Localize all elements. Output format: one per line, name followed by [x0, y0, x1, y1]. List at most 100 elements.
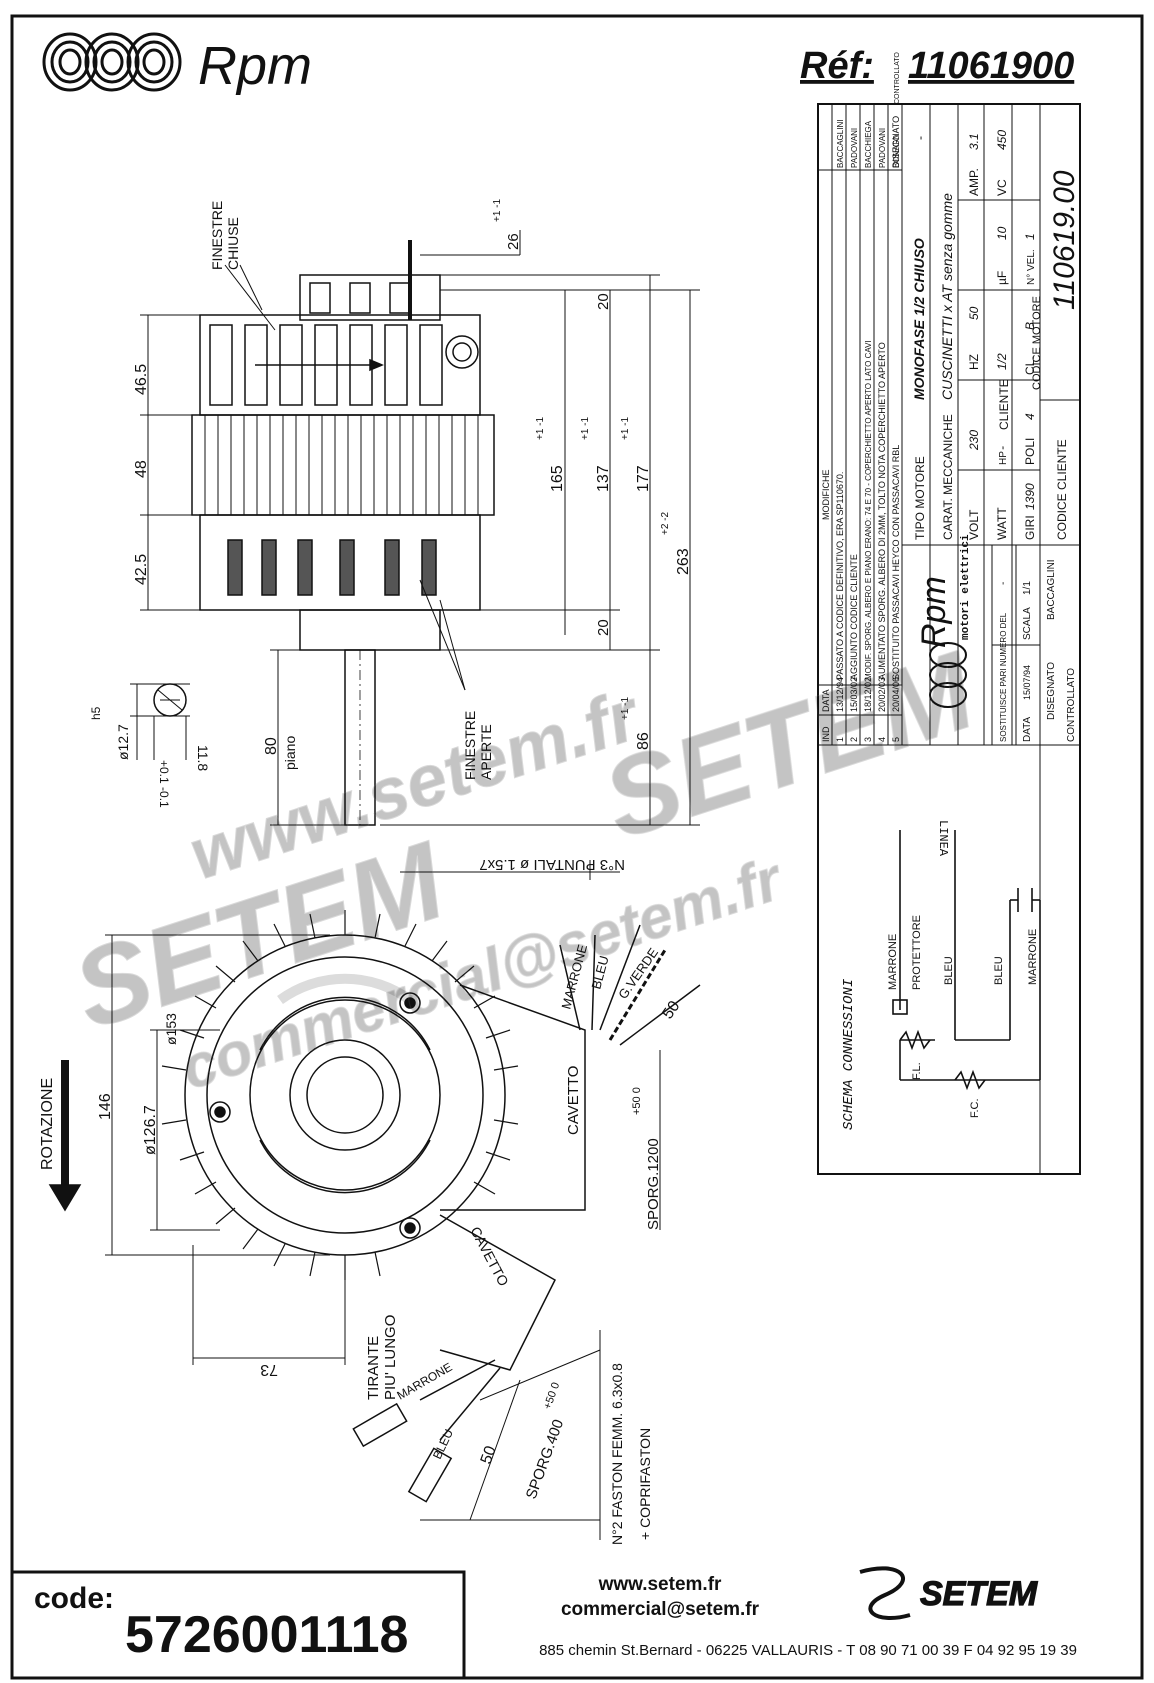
rev-date: 18/12/02	[863, 677, 873, 712]
rev-text: MODIF. SPORG. ALBERO E PIANO ERANO: 74 E…	[864, 340, 873, 680]
poli-value: 4	[1023, 413, 1037, 420]
dim-46-5: 46.5	[133, 364, 150, 395]
sporg-400-tol: +50 0	[542, 1381, 563, 1411]
schema-marrone2: MARRONE	[1027, 929, 1039, 985]
rev-date: 20/02/03	[877, 677, 887, 712]
label-piano: piano	[282, 736, 298, 770]
carat-label: CARAT. MECCANICHE	[941, 414, 955, 540]
label-marrone-2: MARRONE	[395, 1360, 455, 1403]
dim-177-tol: +1 -1	[620, 416, 631, 440]
scala-value: 1/1	[1022, 581, 1033, 595]
vc-label: VC	[995, 179, 1009, 196]
schema-marrone: MARRONE	[887, 934, 899, 990]
rev-by: PADOVANI	[850, 128, 859, 168]
vc-value: 450	[995, 130, 1009, 150]
watt-label: WATT	[995, 507, 1009, 540]
schema-fc: F.C.	[969, 1098, 981, 1118]
amp-value: 3.1	[967, 133, 981, 150]
label-tirante-1: TIRANTE	[365, 1336, 382, 1400]
ref-label: Réf:	[800, 45, 874, 87]
label-sporg-400: SPORG.400	[523, 1417, 567, 1501]
codice-cliente-label: CODICE CLIENTE	[1055, 439, 1069, 540]
rpm-logo: Rpm	[42, 32, 312, 96]
schema-protettore: PROTETTORE	[911, 915, 923, 990]
setem-logo: SETEM	[859, 1566, 1038, 1621]
schema-linea: LINEA	[936, 820, 950, 857]
footer-website: www.setem.fr	[598, 1574, 722, 1595]
amp-label: AMP.	[967, 168, 981, 196]
dim-42-5: 42.5	[133, 554, 150, 585]
cl-label: CL.	[1023, 356, 1037, 375]
title-rpm-logo: Rpm motori elettrici	[915, 534, 972, 708]
dim-165-tol: +1 -1	[535, 416, 546, 440]
volt-value: 230	[967, 430, 981, 451]
label-faston-1: N°2 FASTON FEMM. 6.3x0.8	[609, 1363, 625, 1545]
rev-ind: 1	[835, 737, 845, 742]
label-finestre-chiuse-2: CHIUSE	[225, 217, 241, 270]
codice-motore-label: CODICE MOTORE	[1031, 296, 1043, 390]
carat-value: CUSCINETTI x AT senza gomme	[939, 193, 955, 400]
motor-front-view	[48, 860, 701, 1540]
sostituisce-value: -	[998, 582, 1009, 585]
title-block: IND DATA MODIFICHE DISEGNATO CONTROLLATO…	[817, 52, 1081, 1175]
label-finestre-aperte-1: FINESTRE	[462, 711, 478, 780]
rev-ind: 3	[863, 737, 873, 742]
rev-col-controllato: CONTROLLATO	[894, 52, 901, 104]
hp-value: 1/2	[995, 353, 1009, 370]
sheet-border	[10, 14, 1144, 1680]
vel-label: N° VEL.	[1026, 249, 1037, 285]
dim-26-tol: +1 -1	[492, 198, 503, 222]
shaft-flat: 11.8	[195, 745, 211, 771]
giri-label: GIRI	[1023, 515, 1037, 540]
rev-col-data: DATA	[821, 689, 831, 712]
header-brand: Rpm	[198, 36, 312, 96]
rev-date: 13/12/94	[835, 677, 845, 712]
label-puntali: N°3 PUNTALI ø 1.5x7	[479, 856, 625, 873]
label-finestre-aperte-2: APERTE	[478, 724, 494, 780]
shaft-diameter: ø12.7	[115, 724, 131, 760]
dim-146: 146	[97, 1093, 114, 1120]
watt-value: -	[995, 446, 1009, 450]
shaft-flat-tol: +0.1 -0.1	[157, 760, 171, 808]
rev-date: 20/04/06	[891, 677, 901, 712]
cliente-label: CLIENTE	[997, 379, 1011, 430]
dim-137-tol: +1 -1	[580, 416, 591, 440]
rev-text: AUMENTATO SPORG. ALBERO DI 2MM, TOLTO NO…	[877, 342, 887, 680]
dim-48: 48	[133, 460, 150, 478]
schema-bleu: BLEU	[943, 956, 955, 985]
data-label: DATA	[1022, 716, 1033, 742]
dim-126-7: ø126.7	[142, 1105, 159, 1155]
rev-col-disegnato: DISEGNATO	[891, 116, 901, 168]
tipo-motore-value: MONOFASE 1/2 CHIUSO	[911, 238, 927, 400]
schema-title: SCHEMA CONNESSIONI	[841, 978, 857, 1130]
dim-153: ø153	[163, 1013, 179, 1045]
code-value: 5726001118	[125, 1606, 408, 1664]
dim-263: 263	[675, 548, 692, 575]
footer: code: 5726001118 www.setem.fr commercial…	[10, 1566, 1077, 1680]
scala-label: SCALA	[1022, 607, 1033, 640]
label-finestre-chiuse-1: FINESTRE	[209, 201, 225, 270]
rev-by: BACCHIEGA	[864, 120, 873, 168]
rev-col-modifiche: MODIFICHE	[821, 470, 831, 521]
rev-by: BACCAGLINI	[836, 120, 845, 168]
dim-165: 165	[549, 465, 566, 492]
footer-logo-text: SETEM	[920, 1575, 1038, 1613]
dim-80: 80	[263, 737, 280, 755]
rev-ind: 5	[891, 737, 901, 742]
controllato-label: CONTROLLATO	[1066, 668, 1077, 742]
dim-137: 137	[595, 465, 612, 492]
hz-label: HZ	[967, 354, 981, 370]
label-cavetto-2: CAVETTO	[467, 1224, 512, 1289]
title-brand: Rpm	[915, 576, 953, 648]
rev-ind: 4	[877, 737, 887, 742]
dim-20-top: 20	[595, 293, 612, 310]
dim-86-tol: +1 -1	[620, 696, 631, 720]
code-label: code:	[34, 1582, 114, 1615]
label-sporg-1200: SPORG.1200	[645, 1138, 662, 1230]
codice-motore-value: 110619.00	[1048, 170, 1081, 310]
label-faston-2: + COPRIFASTON	[637, 1428, 653, 1540]
rev-col-ind: IND	[821, 726, 831, 742]
dim-50-bottom: 50	[478, 1444, 500, 1467]
dim-86: 86	[635, 732, 652, 750]
shaft-fit: h5	[89, 706, 103, 720]
